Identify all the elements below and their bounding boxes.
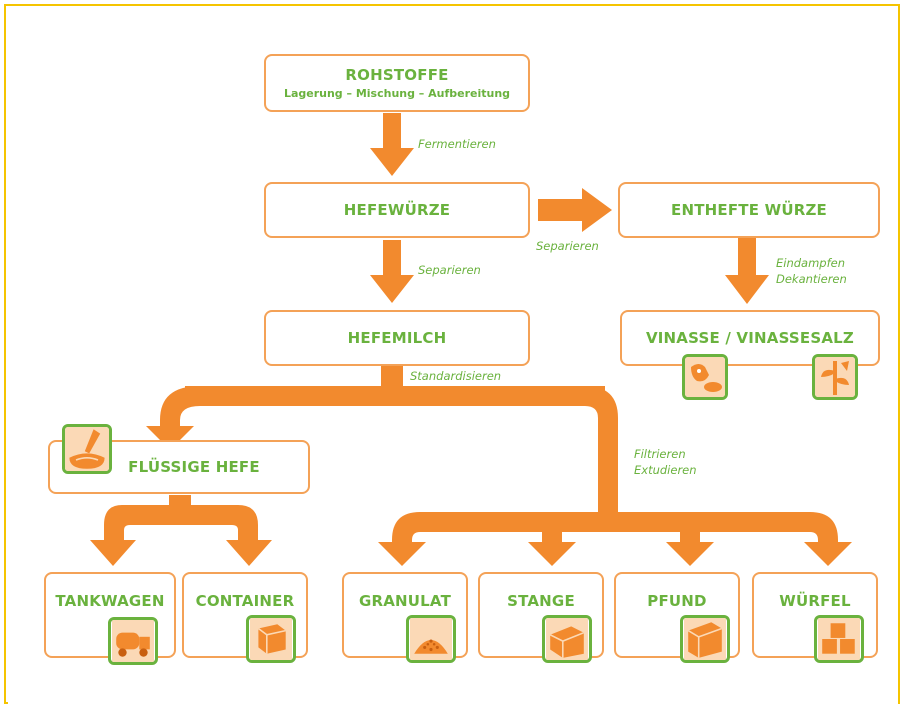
arrow-separieren-down — [370, 240, 414, 303]
edge-label-filtrieren: Filtrieren Extudieren — [634, 446, 697, 478]
plant-icon — [812, 354, 858, 400]
node-title: TANKWAGEN — [55, 592, 165, 610]
edge-label-line: Eindampfen — [776, 256, 846, 270]
edge-label-separieren-down: Separieren — [418, 263, 481, 277]
trunk-bar — [185, 386, 605, 406]
edge-label-line: Filtrieren — [634, 447, 686, 461]
node-title: FLÜSSIGE HEFE — [128, 458, 260, 476]
node-title: ROHSTOFFE — [345, 66, 449, 84]
trunk-left-curve — [146, 386, 200, 450]
node-rohstoffe: ROHSTOFFE Lagerung – Mischung – Aufberei… — [264, 54, 530, 112]
liquid-split-bar — [90, 505, 272, 566]
node-title: HEFEWÜRZE — [343, 201, 451, 219]
cow-feed-icon — [682, 354, 728, 400]
node-enthefte-wuerze: ENTHEFTE WÜRZE — [618, 182, 880, 238]
arrow-fermentieren — [370, 113, 414, 176]
edge-label-fermentieren: Fermentieren — [418, 137, 496, 151]
cubes-icon — [814, 615, 864, 663]
edge-label-separieren-side: Separieren — [536, 239, 599, 253]
edge-label-eindampfen: Eindampfen Dekantieren — [776, 255, 847, 287]
node-title: VINASSE / VINASSESALZ — [645, 329, 855, 347]
arrow-separieren-side — [538, 188, 612, 232]
node-title: WÜRFEL — [779, 592, 851, 610]
node-title: CONTAINER — [195, 592, 295, 610]
block-icon — [680, 615, 730, 663]
node-title: HEFEMILCH — [347, 329, 447, 347]
products-bar — [378, 512, 852, 566]
node-hefemilch: HEFEMILCH — [264, 310, 530, 366]
node-title: PFUND — [647, 592, 707, 610]
tanker-truck-icon — [108, 617, 158, 665]
pour-icon — [62, 424, 112, 474]
arrow-eindampfen — [725, 238, 769, 304]
arrow-pfund — [666, 530, 714, 566]
trunk-right-curve — [585, 386, 618, 525]
edge-label-line: Dekantieren — [776, 272, 847, 286]
granules-icon — [406, 615, 456, 663]
edge-label-line: Extudieren — [634, 463, 697, 477]
edge-label-standardisieren: Standardisieren — [410, 369, 502, 383]
node-title: ENTHEFTE WÜRZE — [671, 201, 827, 219]
node-title: STANGE — [507, 592, 575, 610]
node-title: GRANULAT — [358, 592, 452, 610]
node-hefewuerze: HEFEWÜRZE — [264, 182, 530, 238]
bar-icon — [542, 615, 592, 663]
container-icon — [246, 615, 296, 663]
node-subtitle: Lagerung – Mischung – Aufbereitung — [283, 87, 511, 100]
arrow-stange — [528, 530, 576, 566]
